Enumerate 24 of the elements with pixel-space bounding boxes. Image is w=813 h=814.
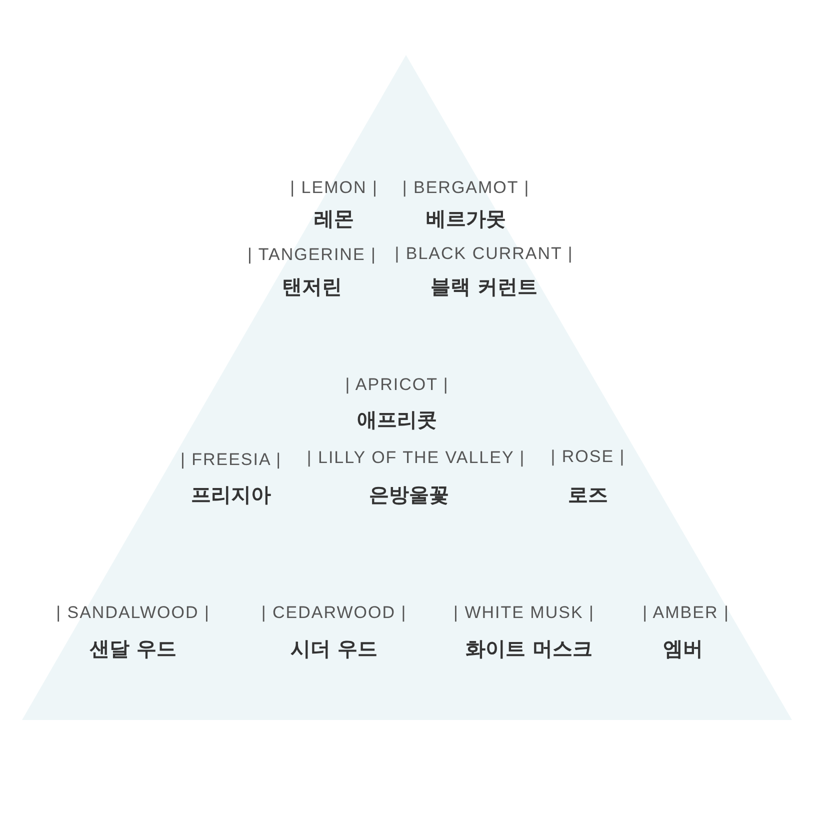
note-label: | WHITE MUSK | [454, 603, 594, 623]
note-name: 로즈 [568, 482, 608, 508]
note-label: | TANGERINE | [248, 245, 376, 265]
note-name: 은방울꽃 [369, 482, 449, 508]
note-name: 애프리콧 [357, 406, 437, 434]
note-label: | BLACK CURRANT | [394, 244, 574, 264]
note-name: 탠저린 [282, 274, 342, 300]
note-label: | LILLY OF THE VALLEY | [306, 448, 526, 468]
note-label: | LEMON | [290, 178, 378, 198]
note-name: 베르가못 [426, 206, 506, 232]
note-name: 시더 우드 [290, 636, 378, 662]
note-label: | BERGAMOT | [402, 178, 530, 198]
note-label: | SANDALWOOD | [56, 603, 210, 623]
note-name: 레몬 [314, 206, 354, 232]
note-name: 엠버 [663, 636, 703, 662]
note-name: 프리지아 [191, 482, 271, 508]
note-label: | AMBER | [642, 603, 730, 623]
note-name: 블랙 커런트 [430, 274, 538, 300]
note-label: | CEDARWOOD | [261, 603, 407, 623]
note-name: 샌달 우드 [90, 636, 176, 662]
note-label: | APRICOT | [345, 375, 449, 395]
note-label: | ROSE | [550, 447, 626, 467]
note-label: | FREESIA | [180, 450, 282, 470]
note-name: 화이트 머스크 [466, 636, 592, 662]
